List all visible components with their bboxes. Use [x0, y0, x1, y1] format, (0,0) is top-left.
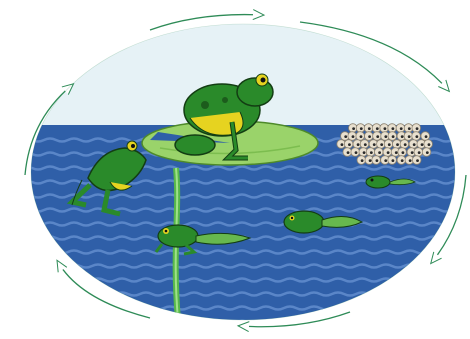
- wave-line: [20, 321, 470, 324]
